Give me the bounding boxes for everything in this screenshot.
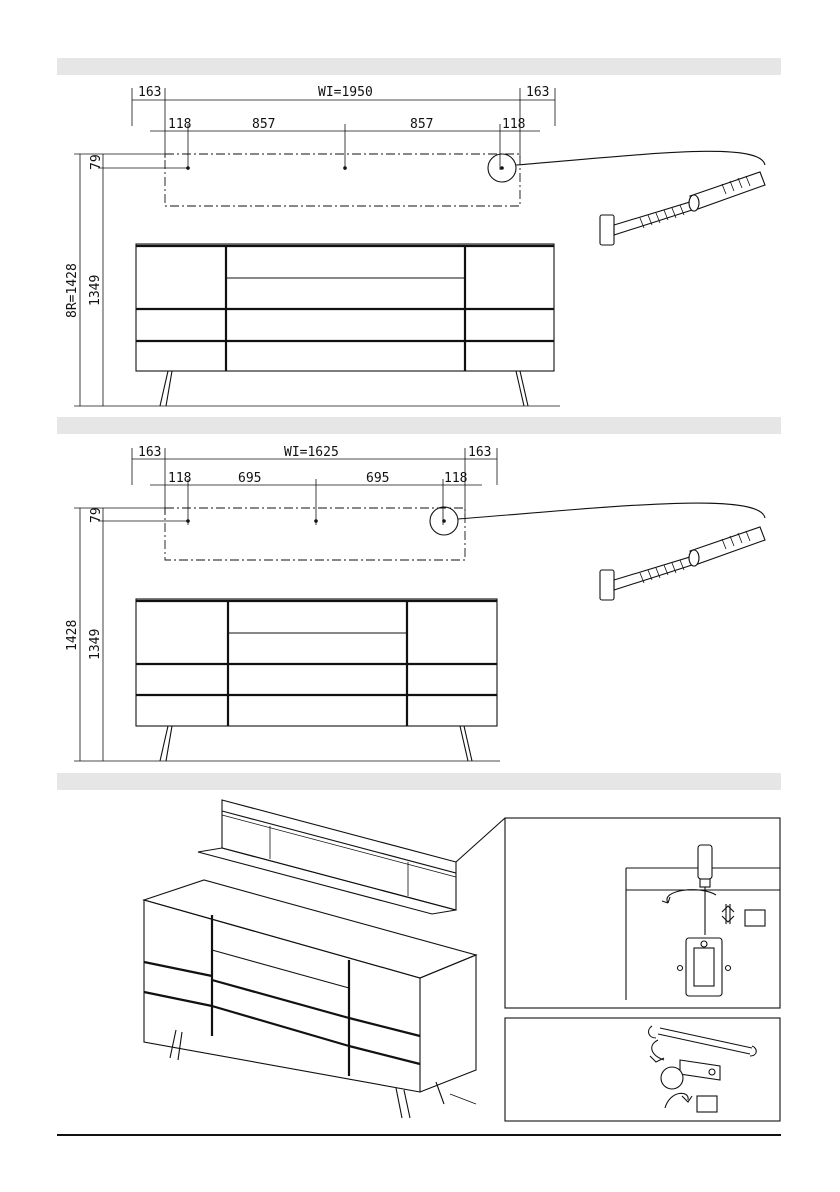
dim-outer-left: 163 [138, 85, 161, 100]
detail-leader-line [456, 818, 505, 862]
dim-outer-right: 163 [526, 85, 549, 100]
step-number-box [697, 1096, 717, 1112]
dim-outer-right: 163 [468, 445, 491, 460]
dim-total-height: 8R=1428 [65, 263, 80, 318]
dim-outer-left: 163 [138, 445, 161, 460]
shelf-outline [165, 154, 520, 206]
wall-mounting-diagram-1950: 163 WI=1950 163 118 857 857 118 7 [65, 85, 765, 406]
dim-inner-right: 118 [502, 117, 525, 132]
hole-spacing-dimension-row: 118 695 695 118 [150, 471, 482, 525]
section-header-band-2 [57, 417, 781, 434]
rotate-arrow-icon [665, 1093, 688, 1108]
dim-total-height: 1428 [65, 620, 80, 651]
vertical-dimensions: 79 8R=1428 1349 [65, 154, 560, 406]
vertical-dimensions: 79 1428 1349 [65, 507, 500, 761]
dim-inner-left: 118 [168, 117, 191, 132]
drill-hole-middle [314, 519, 318, 523]
wall-mounting-diagram-1625: 163 WI=1625 163 118 695 695 118 79 14 [65, 445, 765, 761]
drill-hole-right [442, 519, 446, 523]
hinge-plate-icon [678, 938, 731, 996]
top-dimension-row: 163 WI=1950 163 [132, 85, 555, 158]
bracket-and-knob-icon [661, 1060, 720, 1089]
callout-leader-line [516, 151, 765, 165]
rotate-arrow-icon [652, 1040, 664, 1060]
section-header-band-1 [57, 58, 781, 75]
drill-hole-right [500, 166, 504, 170]
callout-leader-line [458, 503, 765, 519]
hole-spacing-dimension-row: 118 857 857 118 [150, 117, 540, 170]
drill-hole-middle [343, 166, 347, 170]
dim-span-b: 857 [410, 117, 433, 132]
dim-span-a: 857 [252, 117, 275, 132]
sideboard-isometric-view [144, 800, 505, 1118]
dim-hole-height: 1349 [88, 275, 103, 306]
section-header-band-3 [57, 773, 781, 790]
wrench-icon [649, 1026, 757, 1056]
dim-top-offset: 79 [89, 507, 104, 523]
dim-inner-left: 118 [168, 471, 191, 486]
step-number-box [745, 910, 765, 926]
sideboard-front-view-1950 [136, 244, 554, 406]
dim-hole-height: 1349 [88, 629, 103, 660]
up-down-arrow-icon [722, 904, 734, 924]
dim-width: WI=1625 [284, 445, 339, 460]
dim-span-b: 695 [366, 471, 389, 486]
sideboard-front-view-1625 [136, 599, 497, 761]
screw-and-wall-plug-icon [600, 172, 765, 245]
dim-span-a: 695 [238, 471, 261, 486]
detail-box-wrench-adjust [505, 1018, 780, 1121]
detail-box-hinge-adjust [505, 818, 780, 1008]
dim-top-offset: 79 [89, 154, 104, 170]
dim-width: WI=1950 [318, 85, 373, 100]
wall-shelf-isometric [198, 800, 456, 914]
shelf-outline [165, 508, 465, 560]
rotate-arrow-icon [667, 890, 716, 903]
screw-and-wall-plug-icon [600, 527, 765, 600]
dim-inner-right: 118 [444, 471, 467, 486]
cabinet-isometric [144, 880, 476, 1118]
